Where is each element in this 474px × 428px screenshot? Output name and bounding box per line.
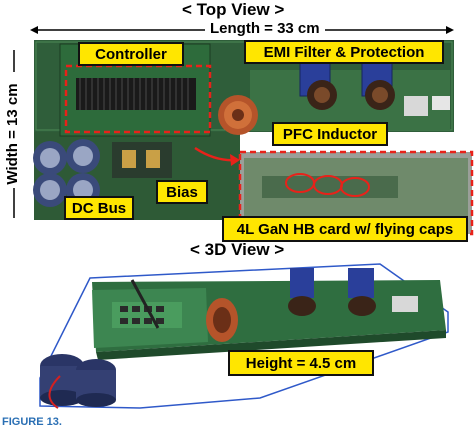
- emi-filter-label: EMI Filter & Protection: [244, 40, 444, 64]
- dc-bus-label: DC Bus: [64, 196, 134, 220]
- 3d-view-title: < 3D View >: [190, 240, 285, 259]
- height-label: Height = 4.5 cm: [228, 350, 374, 376]
- length-label: Length = 33 cm: [210, 20, 320, 37]
- pfc-inductor-label: PFC Inductor: [272, 122, 388, 146]
- figure-caption: FIGURE 13.: [2, 416, 62, 428]
- width-label: Width = 13 cm: [4, 83, 21, 185]
- gan-card-label: 4L GaN HB card w/ flying caps: [222, 216, 468, 242]
- 3d-view-photo: [39, 263, 449, 409]
- top-view-title: < Top View >: [182, 0, 285, 19]
- controller-label: Controller: [78, 42, 184, 66]
- bias-label: Bias: [156, 180, 208, 204]
